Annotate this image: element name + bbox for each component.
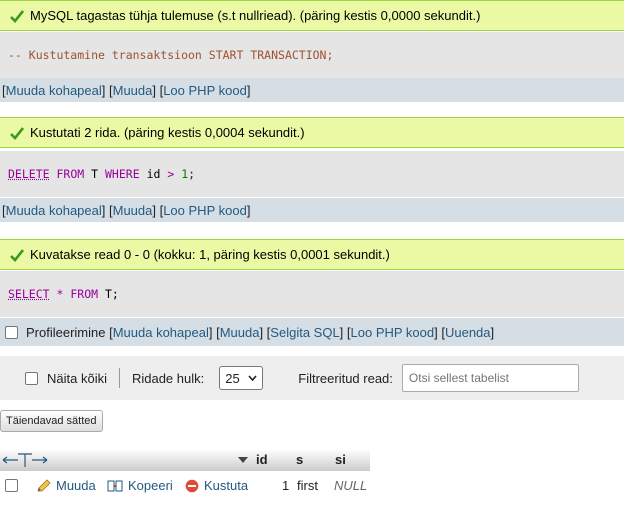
refresh-link[interactable]: Uuenda xyxy=(444,324,491,340)
sql-keyword[interactable]: DELETE xyxy=(8,167,50,181)
sql-keyword: WHERE xyxy=(105,167,140,181)
rows-value: 25 xyxy=(225,370,240,386)
create-php-code-link[interactable]: Loo PHP kood xyxy=(163,202,247,218)
table-row: Muuda Kopeeri Kustuta 1 first NULL xyxy=(0,476,370,496)
profiling-label: Profileerimine xyxy=(26,324,106,340)
success-message-1: MySQL tagastas tühja tulemuse (s.t nullr… xyxy=(0,0,624,31)
query-links-3: Profileerimine [Muuda kohapeal] [Muuda] … xyxy=(0,318,624,346)
sql-query-1: -- Kustutamine transaktsioon START TRANS… xyxy=(0,32,624,78)
cell-si[interactable]: NULL xyxy=(334,478,368,493)
sql-table: T; xyxy=(105,287,119,301)
sql-keyword: FROM xyxy=(70,287,99,301)
column-header-id[interactable]: id xyxy=(256,452,268,467)
row-checkbox[interactable] xyxy=(5,479,18,492)
filter-label: Filtreeritud read: xyxy=(298,370,393,386)
explain-sql-link[interactable]: Selgita SQL xyxy=(270,324,340,340)
sql-query-2: DELETE FROM T WHERE id > 1; xyxy=(0,151,624,197)
rows-per-page-select[interactable]: 25 xyxy=(219,366,264,390)
sql-text: -- Kustutamine transaktsioon START TRANS… xyxy=(8,48,334,62)
message-text: MySQL tagastas tühja tulemuse (s.t nullr… xyxy=(30,8,481,23)
create-php-code-link[interactable]: Loo PHP kood xyxy=(350,324,435,340)
sql-keyword: FROM xyxy=(56,167,85,181)
message-text: Kuvatakse read 0 - 0 (kokku: 1, päring k… xyxy=(30,247,390,262)
sql-query-3: SELECT * FROM T; xyxy=(0,271,624,317)
copy-row-link[interactable]: Kopeeri xyxy=(128,478,173,493)
pencil-icon[interactable] xyxy=(36,479,52,493)
inline-edit-link[interactable]: Muuda kohapeal xyxy=(112,324,209,340)
sort-dropdown-icon[interactable] xyxy=(237,456,249,464)
edit-link[interactable]: Muuda xyxy=(112,82,153,98)
create-php-code-link[interactable]: Loo PHP kood xyxy=(163,82,247,98)
show-all-checkbox[interactable] xyxy=(25,371,38,385)
column-header-si[interactable]: si xyxy=(335,452,346,467)
query-links-1: [Muuda kohapeal] [Muuda] [Loo PHP kood] xyxy=(0,78,624,102)
sql-terminator: ; xyxy=(188,167,196,181)
column-header-s[interactable]: s xyxy=(296,452,304,467)
show-all-label: Näita kõiki xyxy=(47,370,107,386)
column-arrows-icon[interactable] xyxy=(2,452,48,468)
filter-input[interactable] xyxy=(401,364,579,392)
delete-row-link[interactable]: Kustuta xyxy=(204,478,249,493)
table-header: id s si xyxy=(0,449,370,471)
sql-keyword[interactable]: SELECT xyxy=(8,287,50,301)
edit-link[interactable]: Muuda xyxy=(112,202,153,218)
extra-options-button[interactable]: Täiendavad sätted xyxy=(0,410,103,432)
query-links-2: [Muuda kohapeal] [Muuda] [Loo PHP kood] xyxy=(0,198,624,222)
copy-icon[interactable] xyxy=(107,479,124,493)
sql-table: T xyxy=(91,167,99,181)
profiling-checkbox[interactable] xyxy=(5,325,18,339)
inline-edit-link[interactable]: Muuda kohapeal xyxy=(5,202,102,218)
cell-id[interactable]: 1 xyxy=(282,478,290,493)
cell-s[interactable]: first xyxy=(297,478,318,493)
checkmark-icon xyxy=(10,126,24,140)
inline-edit-link[interactable]: Muuda kohapeal xyxy=(5,82,102,98)
sql-star: * xyxy=(56,287,64,301)
sql-column: id xyxy=(146,167,161,181)
rows-label: Ridade hulk: xyxy=(131,370,205,386)
message-text: Kustutati 2 rida. (päring kestis 0,0004 … xyxy=(30,125,305,140)
chevron-down-icon xyxy=(248,375,257,381)
edit-link[interactable]: Muuda xyxy=(219,324,260,340)
checkmark-icon xyxy=(10,248,24,262)
divider xyxy=(118,368,120,388)
delete-icon[interactable] xyxy=(185,479,199,493)
success-message-3: Kuvatakse read 0 - 0 (kokku: 1, päring k… xyxy=(0,239,624,270)
sql-number: 1 xyxy=(181,167,189,181)
edit-row-link[interactable]: Muuda xyxy=(56,478,96,493)
sql-operator: > xyxy=(167,167,175,181)
checkmark-icon xyxy=(10,9,24,23)
success-message-2: Kustutati 2 rida. (päring kestis 0,0004 … xyxy=(0,117,624,148)
table-navigation: Näita kõiki Ridade hulk: 25 Filtreeritud… xyxy=(0,356,624,400)
